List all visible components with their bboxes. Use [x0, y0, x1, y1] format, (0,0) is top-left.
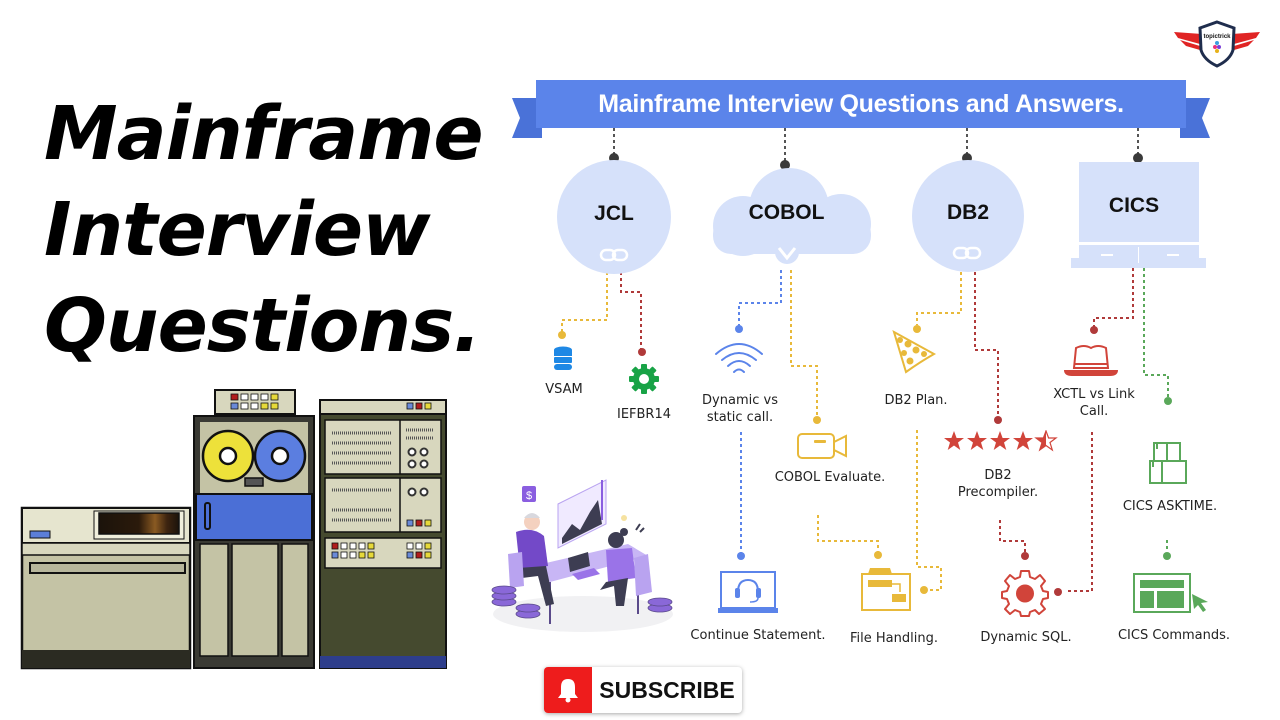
svg-text:$: $ [526, 490, 532, 502]
gear-icon [629, 364, 659, 394]
item-label-db2-plan[interactable]: DB2 Plan. [884, 393, 948, 408]
item-label-dynamic-vs-static-call[interactable]: Dynamic vs static call. [702, 393, 778, 425]
console-unit [20, 506, 192, 670]
laptop-screen [1079, 162, 1199, 242]
headline-line-1: Mainframe [44, 91, 484, 177]
topictrick-logo: topictrick [1172, 20, 1262, 68]
video-camera-icon [797, 433, 847, 459]
category-node-db2[interactable]: DB2 [912, 160, 1024, 272]
headline-line-2: Interview [44, 187, 430, 273]
cog-outline-icon [1001, 570, 1049, 617]
bell-icon [558, 679, 578, 703]
tape-drive-unit [193, 389, 315, 669]
processor-rack-unit [319, 399, 447, 669]
star-rating-icon [944, 430, 1058, 452]
banner-ribbon-right [1180, 98, 1210, 138]
item-label-file-handling[interactable]: File Handling. [850, 631, 938, 646]
item-label-cobol-evaluate[interactable]: COBOL Evaluate. [774, 470, 886, 485]
mainframe-computer-illustration [20, 389, 447, 670]
laptop-base [1071, 258, 1206, 268]
folder-flow-icon [861, 568, 911, 611]
window-cursor-icon [1133, 573, 1208, 613]
category-label-cobol: COBOL [748, 201, 825, 224]
category-label-jcl: JCL [594, 202, 634, 225]
category-label-db2: DB2 [946, 201, 989, 224]
pizza-slice-icon [892, 329, 937, 374]
item-label-cics-commands[interactable]: CICS Commands. [1117, 628, 1231, 643]
bell-icon-box [544, 667, 592, 713]
title-banner: Mainframe Interview Questions and Answer… [512, 80, 1210, 144]
category-label-cics: CICS [1108, 194, 1160, 217]
banner-title: Mainframe Interview Questions and Answer… [536, 80, 1186, 128]
database-icon [554, 346, 572, 370]
item-label-iefbr14[interactable]: IEFBR14 [616, 407, 672, 422]
headline-line-3: Questions. [44, 283, 481, 369]
winged-shield-icon: topictrick [1174, 20, 1260, 68]
category-node-cics[interactable]: CICS [1071, 162, 1206, 270]
wifi-icon [715, 343, 763, 373]
category-node-jcl[interactable]: JCL [557, 160, 671, 274]
hat-icon [1064, 345, 1118, 376]
item-label-db2-precompiler[interactable]: DB2 Precompiler. [957, 468, 1039, 500]
subscribe-label: SUBSCRIBE [599, 676, 735, 703]
subscribe-button[interactable]: SUBSCRIBE [544, 667, 742, 713]
link-icon [952, 246, 982, 260]
item-label-xctl-vs-link-call[interactable]: XCTL vs Link Call. [1053, 387, 1135, 419]
svg-text:topictrick: topictrick [1203, 34, 1231, 40]
item-label-continue-statement[interactable]: Continue Statement. [690, 628, 826, 643]
headline: Mainframe Interview Questions. [44, 86, 484, 374]
item-label-vsam[interactable]: VSAM [545, 382, 583, 397]
item-label-dynamic-sql[interactable]: Dynamic SQL. [980, 630, 1072, 645]
boxes-icon [1149, 442, 1187, 484]
laptop-headset-icon [718, 571, 778, 613]
item-label-cics-asktime[interactable]: CICS ASKTIME. [1122, 499, 1218, 514]
interview-illustration: $ [491, 479, 673, 632]
category-node-cobol[interactable] [709, 166, 877, 266]
link-icon [599, 248, 629, 262]
